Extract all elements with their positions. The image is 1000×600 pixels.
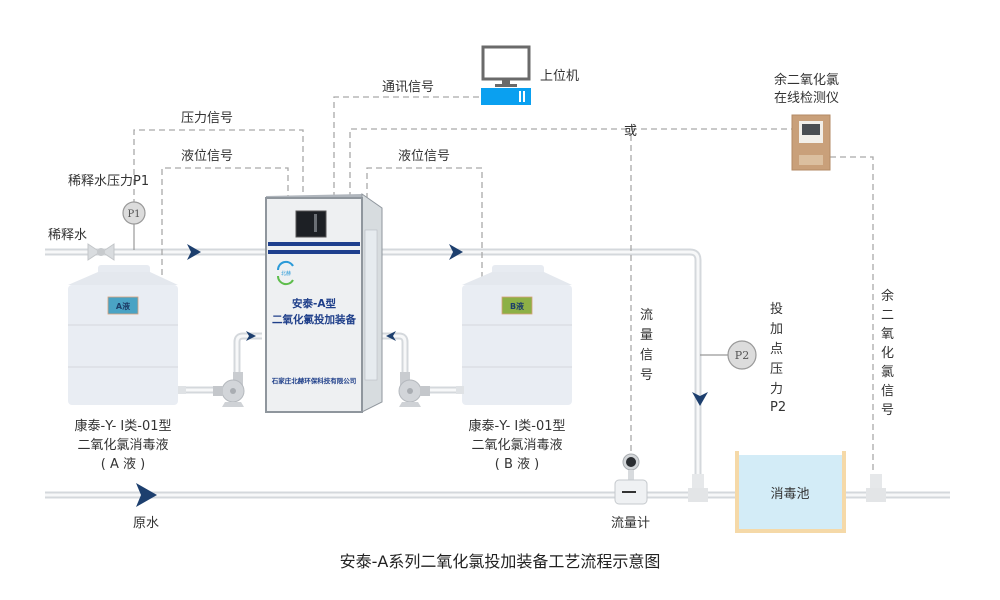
flowmeter-icon (614, 453, 648, 505)
dilution-water-pipe (45, 248, 702, 500)
residual-chlorine-analyzer-icon (791, 114, 831, 171)
dosing-equipment-cabinet: 北赫 安泰-A型 二氧化氯投加装备 石家庄北赫环保科技有限公司 (265, 193, 383, 413)
dilution-valve-icon[interactable] (87, 243, 115, 261)
pump-a-icon (213, 372, 245, 407)
dilution-water-label: 稀释水 (48, 228, 87, 243)
flowmeter-label: 流量计 (611, 516, 650, 531)
dosing-pressure-char: P2 (770, 400, 786, 415)
flow-signal-char: 信 (640, 348, 653, 363)
or-label: 或 (624, 124, 637, 139)
flow-signal-char: 号 (640, 368, 653, 383)
dosing-pressure-char: 点 (770, 342, 783, 357)
tank-a-caption-line2: 二氧化氯消毒液 (77, 438, 168, 453)
host-computer-label: 上位机 (540, 69, 579, 84)
cabinet-screen (295, 210, 327, 238)
residual-signal-vertical-label: 余 二 氧 化 氯 信 号 (881, 288, 894, 418)
pump-b-pipe (378, 332, 462, 394)
company-logo-icon: 北赫 (276, 260, 294, 286)
dosing-pressure-char: 投 (770, 301, 783, 317)
arrow-right-dilution-1 (187, 244, 201, 260)
cabinet-company: 石家庄北赫环保科技有限公司 (271, 376, 357, 385)
logo-text: 北赫 (281, 270, 291, 277)
tank-a: A液 (68, 265, 186, 405)
host-computer-icon (481, 45, 531, 105)
analyzer-label-line2: 在线检测仪 (774, 91, 839, 106)
tank-a-tag (107, 296, 139, 315)
gauge-p2-label: P2 (735, 349, 749, 362)
dilution-pressure-label: 稀释水压力P1 (68, 174, 149, 189)
labels: 压力信号 液位信号 通讯信号 液位信号 或 上位机 余二氧化氯 在线检测仪 稀释… (48, 69, 894, 571)
pressure-signal-label: 压力信号 (181, 111, 233, 126)
tank-a-caption-line3: ( A 液 ) (101, 457, 145, 472)
arrow-down-dosing (692, 392, 708, 406)
residual-signal-char: 氯 (881, 365, 894, 380)
pump-b-icon (398, 372, 430, 407)
dosing-pressure-char: 压 (770, 362, 783, 377)
signal-lines (133, 96, 874, 470)
tank-b-caption-line2: 二氧化氯消毒液 (471, 438, 562, 453)
residual-signal-char: 二 (881, 308, 894, 323)
tank-b-tag (501, 296, 533, 315)
tank-a-tag-label: A液 (116, 301, 130, 311)
disinfection-pool (735, 451, 846, 533)
arrow-right-raw (136, 483, 157, 507)
dosing-pressure-vertical-label: 投 加 点 压 力 P2 (770, 301, 786, 415)
cabinet-model: 安泰-A型 (292, 297, 336, 310)
pump-a-pipe (178, 332, 262, 394)
residual-signal-char: 氧 (881, 327, 894, 342)
flow-arrows (136, 244, 708, 507)
pressure-gauge-p1: P1 (122, 201, 146, 225)
gauge-p1-label: P1 (127, 209, 140, 220)
residual-signal-char: 化 (881, 346, 894, 361)
analyzer-label-line1: 余二氧化氯 (774, 72, 839, 88)
residual-signal-char: 余 (881, 288, 894, 304)
sampling-tee-joint (866, 474, 886, 502)
dosing-pressure-char: 加 (770, 322, 783, 337)
tank-b-caption-line1: 康泰-Y- Ⅰ类-01型 (469, 418, 566, 434)
tank-b-caption-line3: ( B 液 ) (495, 457, 539, 472)
diagram-title: 安泰-A系列二氧化氯投加装备工艺流程示意图 (340, 552, 661, 571)
tank-a-caption-line1: 康泰-Y- Ⅰ类-01型 (75, 418, 172, 434)
level-signal-label-right: 液位信号 (398, 149, 450, 164)
residual-signal-char: 信 (881, 384, 894, 399)
comm-signal-label: 通讯信号 (382, 80, 434, 95)
flow-signal-vertical-label: 流 量 信 号 (640, 308, 653, 383)
arrow-left-pump-b (386, 331, 396, 341)
tank-b: B液 (456, 265, 572, 405)
pool-label: 消毒池 (770, 487, 809, 502)
flow-signal-char: 流 (640, 308, 653, 323)
dosing-pressure-char: 力 (770, 382, 783, 397)
raw-water-label: 原水 (133, 516, 159, 531)
residual-signal-char: 号 (881, 403, 894, 418)
pressure-gauge-p2: P2 (727, 340, 757, 370)
flow-signal-char: 量 (640, 328, 653, 343)
tank-b-tag-label: B液 (510, 301, 524, 311)
cabinet-name: 二氧化氯投加装备 (272, 313, 356, 326)
arrow-right-pump-a (246, 331, 256, 341)
arrow-right-dilution-2 (449, 244, 463, 260)
dosing-tee-joint (688, 474, 708, 502)
level-signal-label-left: 液位信号 (181, 149, 233, 164)
